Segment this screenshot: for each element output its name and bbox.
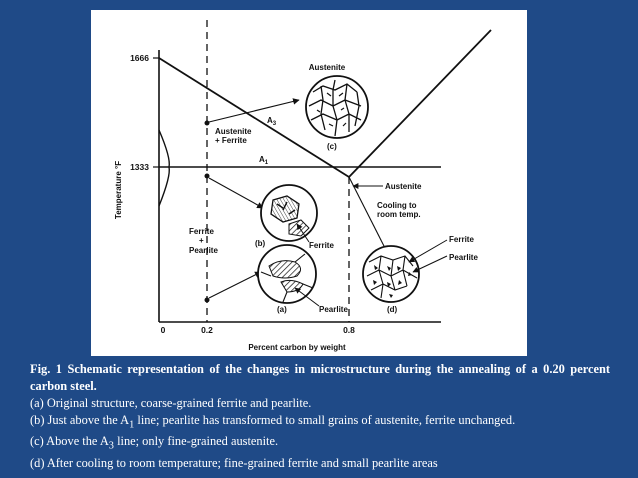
arrow-cooling: [348, 176, 388, 253]
label-panel-d: (d): [387, 305, 398, 314]
x-tick-label-0-2: 0.2: [201, 325, 213, 335]
x-tick-label-0: 0: [161, 325, 166, 335]
label-panel-a: (a): [277, 305, 287, 314]
y-axis-label: Temperature °F: [114, 161, 123, 219]
phase-diagram-svg: 1666 1333 0 0.2 0.8 Temperature °F Perce…: [114, 20, 492, 352]
label-ferrite-mid: Ferrite: [309, 241, 334, 250]
leader-ferrite-right: [408, 239, 448, 263]
x-axis-label: Percent carbon by weight: [248, 343, 346, 352]
label-austenite-ferrite-2: + Ferrite: [215, 136, 247, 145]
label-cooling-1: Cooling to: [377, 201, 417, 210]
arrow-to-b: [208, 177, 264, 209]
label-austenite-arrow: Austenite: [385, 182, 422, 191]
caption-line-b: (b) Just above the A1 line; pearlite has…: [30, 413, 516, 431]
label-a1: A1: [259, 155, 269, 166]
label-ferrite-pearlite-2: +: [199, 236, 204, 245]
label-panel-b: (b): [255, 239, 266, 248]
microstructure-a: [257, 244, 317, 304]
label-ferrite-pearlite-1: Ferrite: [189, 227, 214, 236]
caption-line-a: (a) Original structure, coarse-grained f…: [30, 396, 312, 410]
leader-ferrite-mid: [296, 223, 310, 243]
caption-line-c: (c) Above the A3 line; only fine-grained…: [30, 434, 279, 452]
label-austenite-ferrite-1: Austenite: [215, 127, 252, 136]
label-ferrite-pearlite-3: Pearlite: [189, 246, 218, 255]
label-a3: A3: [267, 116, 277, 127]
point-c: [204, 120, 210, 126]
microstructure-c: [305, 75, 369, 139]
microstructure-d: [362, 245, 420, 303]
label-ferrite-right: Ferrite: [449, 235, 474, 244]
caption-title: Fig. 1 Schematic representation of the c…: [30, 362, 610, 393]
label-austenite-top: Austenite: [309, 63, 346, 72]
leader-pearlite-right: [412, 255, 448, 273]
point-a: [204, 297, 210, 303]
y-tick-label-1333: 1333: [130, 162, 149, 172]
label-pearlite-right: Pearlite: [449, 253, 478, 262]
label-panel-c: (c): [327, 142, 337, 151]
arrow-to-c: [208, 98, 300, 123]
a3-line: [158, 57, 350, 178]
arrow-to-a: [208, 271, 262, 299]
caption-line-d: (d) After cooling to room temperature; f…: [30, 455, 438, 470]
leader-pearlite-bottom: [294, 287, 320, 307]
x-tick-label-0-8: 0.8: [343, 325, 355, 335]
ferrite-solvus-curve: [158, 129, 170, 207]
microstructure-b: [260, 184, 318, 242]
phase-diagram-figure: 1666 1333 0 0.2 0.8 Temperature °F Perce…: [91, 10, 527, 356]
label-cooling-2: room temp.: [377, 210, 421, 219]
label-pearlite-bottom: Pearlite: [319, 305, 348, 314]
figure-caption: Fig. 1 Schematic representation of the c…: [30, 361, 610, 472]
acm-line: [348, 29, 492, 178]
point-b: [204, 173, 210, 179]
y-tick-label-1666: 1666: [130, 53, 149, 63]
